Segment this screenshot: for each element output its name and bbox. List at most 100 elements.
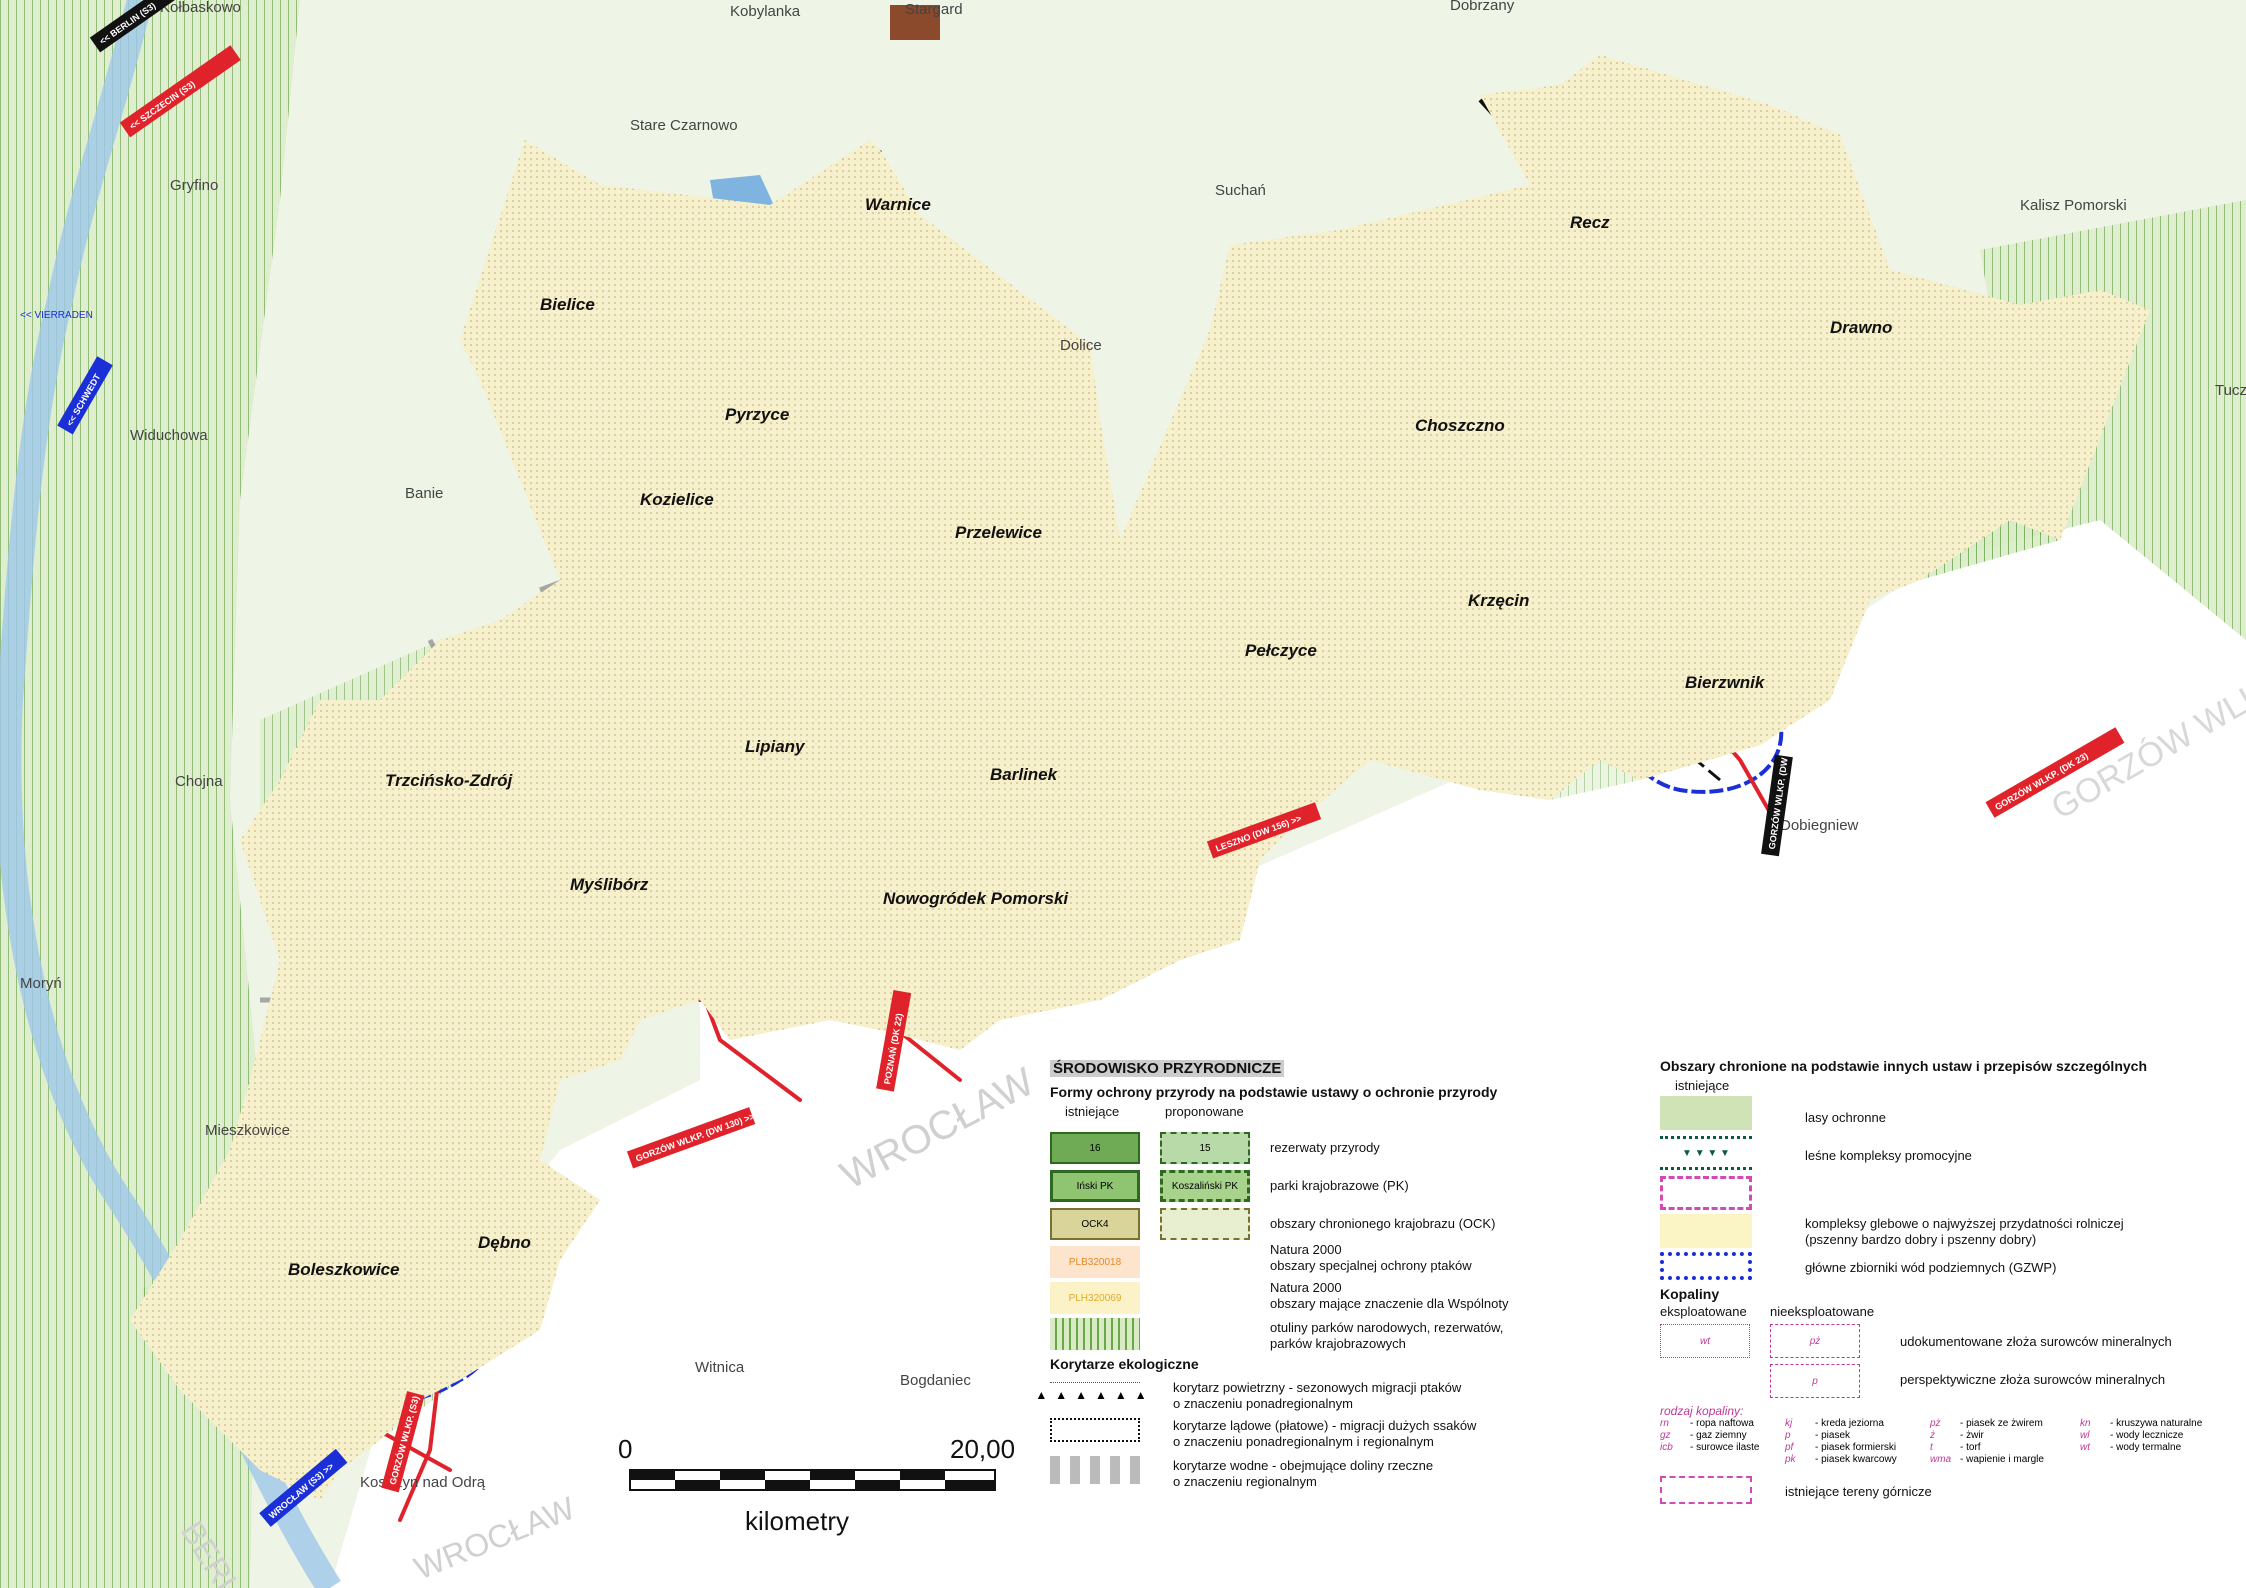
- swatch-reserve-proposed: 15: [1160, 1132, 1250, 1164]
- town-label: Drawno: [1830, 318, 1892, 337]
- legend-natura-habitat-2: obszary mające znaczenie dla Wspólnoty: [1270, 1296, 1509, 1311]
- mineral-type-desc: - wapienie i margle: [1960, 1454, 2044, 1465]
- town-label: Stargard: [905, 1, 963, 18]
- town-label: Chojna: [175, 773, 223, 790]
- mineral-type-desc: - piasek formierski: [1815, 1442, 1897, 1453]
- legend-corridor-air-1: korytarz powietrzny - sezonowych migracj…: [1173, 1380, 1462, 1395]
- mineral-type-desc: - żwir: [1960, 1430, 1984, 1441]
- scalebar-start: 0: [618, 1434, 632, 1464]
- mineral-type-code: p: [1785, 1430, 1791, 1441]
- swatch-mineral-unexploited: pż: [1770, 1324, 1860, 1358]
- town-label: Mieszkowice: [205, 1122, 290, 1139]
- town-label: Stare Czarnowo: [630, 117, 738, 134]
- legend-protective-forest: lasy ochronne: [1805, 1110, 1886, 1125]
- swatch-corridor-land: [1050, 1418, 1140, 1442]
- mineral-type-desc: - piasek: [1815, 1430, 1851, 1441]
- legend-reserves: rezerwaty przyrody: [1270, 1140, 1380, 1155]
- road-sign-text: << VIERRADEN: [20, 310, 93, 321]
- mineral-type-code: pf: [1785, 1442, 1794, 1453]
- legend: ŚRODOWISKO PRZYRODNICZE Formy ochrony pr…: [1035, 1052, 2235, 1512]
- legend-ock: obszary chronionego krajobrazu (OCK): [1270, 1216, 1496, 1231]
- mineral-type-desc: - piasek ze żwirem: [1960, 1418, 2043, 1429]
- legend-natura-habitat-1: Natura 2000: [1270, 1280, 1342, 1295]
- mineral-type-desc: - wody termalne: [2110, 1442, 2182, 1453]
- mineral-type-desc: - ropa naftowa: [1690, 1418, 1754, 1429]
- town-label: Witnica: [695, 1359, 745, 1376]
- town-label: Lipiany: [745, 737, 806, 756]
- legend-promo-forest: leśne kompleksy promocyjne: [1805, 1148, 1972, 1163]
- legend-natura-birds-1: Natura 2000: [1270, 1242, 1342, 1257]
- legend-buffer-2: parków krajobrazowych: [1270, 1336, 1406, 1351]
- mineral-type-desc: - kreda jeziorna: [1815, 1418, 1884, 1429]
- town-label: Bierzwnik: [1685, 673, 1766, 692]
- legend-corridor-water-1: korytarze wodne - obejmujące doliny rzec…: [1173, 1458, 1434, 1473]
- legend-minerals-mines: istniejące tereny górnicze: [1785, 1484, 1932, 1499]
- town-label: Tuczno: [2215, 382, 2246, 399]
- town-label: Widuchowa: [130, 427, 208, 444]
- swatch-corridor-water: [1050, 1456, 1140, 1484]
- mineral-type-code: t: [1930, 1442, 1933, 1453]
- legend-types-title: rodzaj kopaliny:: [1660, 1404, 1744, 1418]
- legend-corridor-land-1: korytarze lądowe (płatowe) - migracji du…: [1173, 1418, 1477, 1433]
- swatch-protective-forest: [1660, 1096, 1752, 1130]
- town-label: Choszczno: [1415, 416, 1505, 435]
- town-label: Dobrzany: [1450, 0, 1515, 14]
- town-label: Barlinek: [990, 765, 1059, 784]
- town-label: Nowogródek Pomorski: [883, 889, 1069, 908]
- mineral-type-desc: - kruszywa naturalne: [2110, 1418, 2203, 1429]
- town-label: Kostrzyn nad Odrą: [360, 1474, 486, 1491]
- legend-parks: parki krajobrazowe (PK): [1270, 1178, 1409, 1193]
- legend-minerals-prospective: perspektywiczne złoża surowców mineralny…: [1900, 1372, 2166, 1387]
- swatch-promo-forest: ▼ ▼ ▼ ▼: [1660, 1136, 1752, 1170]
- legend-corridors-title: Korytarze ekologiczne: [1050, 1356, 1199, 1372]
- legend-gzwp: główne zbiorniki wód podziemnych (GZWP): [1805, 1260, 2057, 1275]
- swatch-corridor-air: ▲▲▲▲▲▲: [1035, 1382, 1147, 1406]
- town-label: Dolice: [1060, 337, 1102, 354]
- mineral-type-desc: - torf: [1960, 1442, 1981, 1453]
- legend-buffer-1: otuliny parków narodowych, rezerwatów,: [1270, 1320, 1504, 1335]
- mineral-type-code: pż: [1930, 1418, 1941, 1429]
- scalebar: 0 20,00 kilometry: [618, 1434, 1015, 1536]
- mineral-type-code: pk: [1785, 1454, 1796, 1465]
- mineral-type-code: ż: [1930, 1430, 1935, 1441]
- legend-corridor-air-2: o znaczeniu ponadregionalnym: [1173, 1396, 1353, 1411]
- mineral-type-desc: - surowce ilaste: [1690, 1442, 1760, 1453]
- swatch-park-proposed: Koszaliński PK: [1160, 1170, 1250, 1202]
- swatch-buffer: [1050, 1318, 1140, 1350]
- legend-col-existing: istniejące: [1065, 1104, 1120, 1119]
- legend-corridor-land-2: o znaczeniu ponadregionalnym i regionaln…: [1173, 1434, 1434, 1449]
- town-label: Krzęcin: [1468, 591, 1529, 610]
- town-label: Dobiegniew: [1780, 817, 1859, 834]
- mineral-type-code: kn: [2080, 1418, 2091, 1429]
- legend-other-col: istniejące: [1675, 1078, 1730, 1093]
- town-label: Boleszkowice: [288, 1260, 400, 1279]
- swatch-ock-proposed: [1160, 1208, 1250, 1240]
- swatch-gzwp: 136: [1660, 1252, 1752, 1280]
- town-label: Gryfino: [170, 177, 218, 194]
- legend-soil-2: (pszenny bardzo dobry i pszenny dobry): [1805, 1232, 2037, 1247]
- swatch-habitat-existing: PLH320069: [1050, 1282, 1140, 1314]
- town-label: Kalisz Pomorski: [2020, 197, 2127, 214]
- legend-other-title: Obszary chronione na podstawie innych us…: [1660, 1058, 2147, 1074]
- town-label: Suchań: [1215, 182, 1266, 199]
- town-label: Bogdaniec: [900, 1372, 971, 1389]
- swatch-soil-yellow: [1660, 1214, 1752, 1248]
- legend-title: ŚRODOWISKO PRZYRODNICZE: [1050, 1060, 1285, 1077]
- south-white-area: [330, 520, 2246, 1588]
- mineral-type-code: kj: [1785, 1418, 1793, 1429]
- town-label: Kołbaskowo: [160, 0, 241, 16]
- mineral-type-code: rn: [1660, 1418, 1669, 1429]
- swatch-birds-existing: PLB320018: [1050, 1246, 1140, 1278]
- town-label: Kozielice: [640, 490, 714, 509]
- town-label: Warnice: [865, 195, 931, 214]
- mineral-type-code: wt: [2080, 1442, 2090, 1453]
- legend-col-proposed: proponowane: [1165, 1104, 1244, 1119]
- mineral-type-desc: - wody lecznicze: [2110, 1430, 2184, 1441]
- swatch-park-existing: Iński PK: [1050, 1170, 1140, 1202]
- town-label: Myślibórz: [570, 875, 649, 894]
- legend-soil-1: kompleksy glebowe o najwyższej przydatno…: [1805, 1216, 2124, 1231]
- town-label: Bielice: [540, 295, 595, 314]
- legend-corridor-water-2: o znaczeniu regionalnym: [1173, 1474, 1317, 1489]
